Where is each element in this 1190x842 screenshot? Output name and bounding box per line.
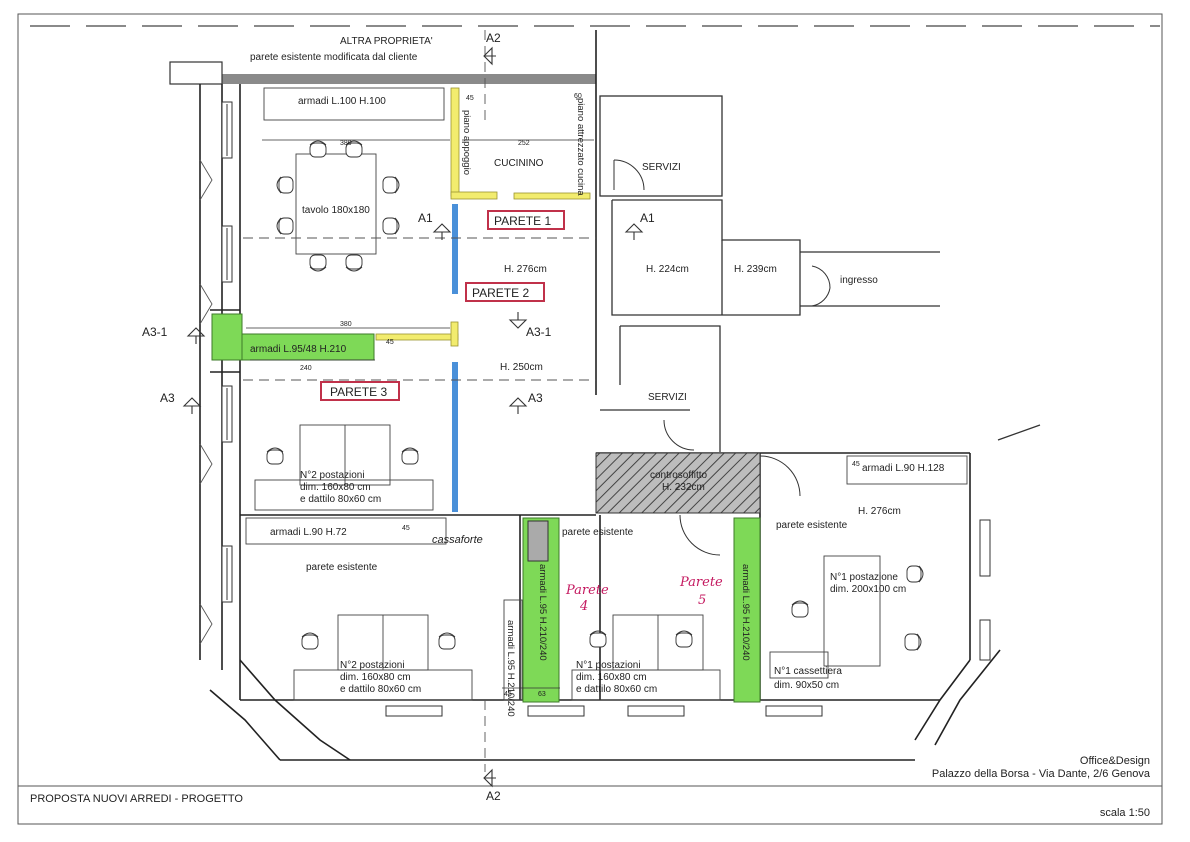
parete4-label-a: Parete (565, 583, 609, 598)
footer-title: PROPOSTA NUOVI ARREDI - PROGETTO (30, 793, 243, 805)
dim-252: 252 (518, 140, 530, 147)
dim-380-top: 380 (340, 140, 352, 147)
furniture-outlines (245, 87, 968, 701)
postazioni2-bottom-title: N°2 postazioni (340, 660, 405, 671)
modified-wall (222, 74, 596, 84)
left-window-sashes (199, 159, 213, 645)
blue-partition-1 (452, 204, 458, 294)
yellow-stub (450, 321, 459, 347)
armadi-90-72-label: armadi L.90 H.72 (270, 527, 347, 538)
safe (527, 520, 549, 562)
postazioni2-bottom-dim: dim. 160x80 cm (340, 672, 411, 683)
dim-60: 60 (574, 93, 582, 100)
section-lines (243, 30, 596, 772)
section-a3-left: A3 (160, 391, 175, 405)
service-block (599, 95, 1041, 452)
footer-scale: scala 1:50 (1100, 807, 1150, 819)
section-a2-top: A2 (486, 31, 501, 45)
dim-380-mid: 380 (340, 321, 352, 328)
footer-address: Palazzo della Borsa - Via Dante, 2/6 Gen… (932, 768, 1151, 780)
left-windows (221, 101, 233, 603)
postazioni2-top-title: N°2 postazioni (300, 470, 365, 481)
blue-partition-2 (452, 362, 458, 512)
postazioni2-bottom-dattilo: e dattilo 80x60 cm (340, 684, 421, 695)
dim-45-top: 45 (466, 95, 474, 102)
dim-45-right: 45 (852, 461, 860, 468)
altra-proprieta-label: ALTRA PROPRIETA' (340, 36, 433, 47)
armadi-90-128-label: armadi L.90 H.128 (862, 463, 945, 474)
parete2-label: PARETE 2 (472, 286, 529, 300)
section-a1-right: A1 (640, 211, 655, 225)
parete1-box (487, 210, 565, 230)
piano-appoggio-bar (450, 87, 460, 197)
height-224: H. 224cm (646, 264, 689, 275)
postazioni1-title: N°1 postazioni (576, 660, 641, 671)
section-arrows (182, 46, 644, 788)
cassettiera-title: N°1 cassettiera (774, 666, 842, 677)
left-bump (169, 61, 223, 85)
parete-esistente-left: parete esistente (306, 562, 378, 573)
doors (613, 159, 831, 556)
armadi-95-48-label: armadi L.95/48 H.210 (250, 344, 347, 355)
servizi-bottom-label: SERVIZI (648, 392, 687, 403)
dim-45-left: 45 (402, 525, 410, 532)
dimension-lines (246, 139, 594, 689)
controsoffitto-label: controsoffitto (650, 470, 708, 481)
parete-modificata-label: parete esistente modificata dal cliente (250, 52, 418, 63)
bottom-windows (385, 519, 991, 717)
yellow-ledge (450, 191, 498, 200)
dim-45-bottom: 45 (504, 691, 512, 698)
ingresso-label: ingresso (840, 275, 878, 286)
controsoffitto-height: H. 232cm (662, 482, 705, 493)
section-a3-1-right: A3-1 (526, 325, 552, 339)
footer-company: Office&Design (1080, 755, 1150, 767)
height-276-right: H. 276cm (858, 506, 901, 517)
height-250: H. 250cm (500, 362, 543, 373)
piano-attrezzato-label: piano attrezzato cucina (575, 98, 586, 196)
postazioni2-top-dattilo: e dattilo 80x60 cm (300, 494, 381, 505)
postazioni1-dim: dim. 160x80 cm (576, 672, 647, 683)
armadi-95-210-left: armadi L.95 H.210/240 (505, 620, 516, 717)
parete4-label-b: 4 (579, 599, 588, 614)
parete3-label: PARETE 3 (330, 385, 387, 399)
dim-63: 63 (538, 691, 546, 698)
parete-esistente-right: parete esistente (776, 520, 848, 531)
height-276-main: H. 276cm (504, 264, 547, 275)
green-wall-nub (211, 313, 243, 361)
cassettiera-dim: dim. 90x50 cm (774, 680, 839, 691)
green-wardrobe-right (733, 517, 761, 703)
piano-appoggio-label: piano appoggio (461, 110, 472, 175)
parete5-label-a: Parete (679, 575, 723, 590)
dim-240: 240 (300, 365, 312, 372)
parete2-box (465, 282, 545, 302)
parete5-label-b: 5 (698, 593, 706, 608)
parete-esistente-center: parete esistente (562, 527, 634, 538)
tavolo-label: tavolo 180x180 (302, 205, 370, 216)
section-a3-right: A3 (528, 391, 543, 405)
section-a3-1-left: A3-1 (142, 325, 168, 339)
postazione1-dim: dim. 200x100 cm (830, 584, 906, 595)
postazione1-title: N°1 postazione (830, 572, 898, 583)
armadi-95-210-center: armadi L.95 H.210/240 (537, 564, 548, 661)
cassaforte-label: cassaforte (432, 534, 483, 546)
parete3-box (320, 381, 400, 401)
controsoffitto-area (595, 452, 761, 514)
cucinino-label: CUCININO (494, 158, 544, 169)
height-239: H. 239cm (734, 264, 777, 275)
servizi-top-label: SERVIZI (642, 162, 681, 173)
armadi-95-210-right: armadi L.95 H.210/240 (740, 564, 751, 661)
dim-45-mid: 45 (386, 339, 394, 346)
parete1-label: PARETE 1 (494, 214, 551, 228)
yellow-ledge-2 (513, 192, 591, 200)
sheet-border (17, 13, 1163, 825)
section-a2-bottom: A2 (486, 789, 501, 803)
armadi-100-label: armadi L.100 H.100 (298, 96, 386, 107)
postazioni1-dattilo: e dattilo 80x60 cm (576, 684, 657, 695)
section-a1-left: A1 (418, 211, 433, 225)
postazioni2-top-dim: dim. 160x80 cm (300, 482, 371, 493)
